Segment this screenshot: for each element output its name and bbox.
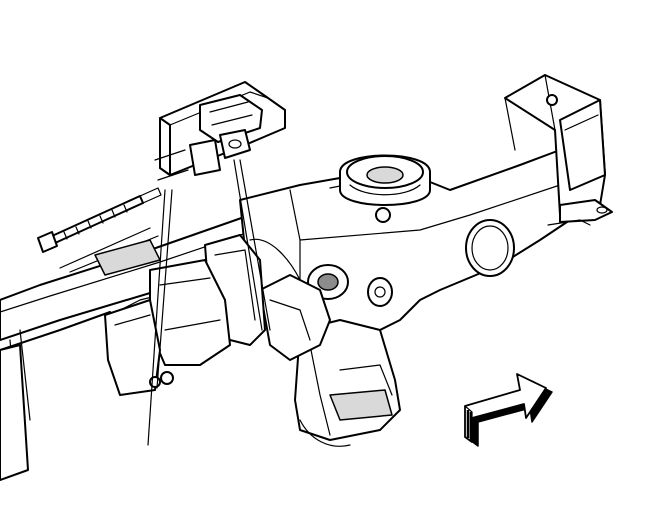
upper-mount-bracket <box>154 81 286 181</box>
engine-mount <box>94 234 331 396</box>
mount-bolt <box>37 187 162 253</box>
front-direction-arrow-icon <box>464 373 553 447</box>
right-tower-bracket <box>504 74 613 226</box>
callout-leader-lines <box>147 159 271 446</box>
lower-drop-bracket <box>294 319 401 447</box>
